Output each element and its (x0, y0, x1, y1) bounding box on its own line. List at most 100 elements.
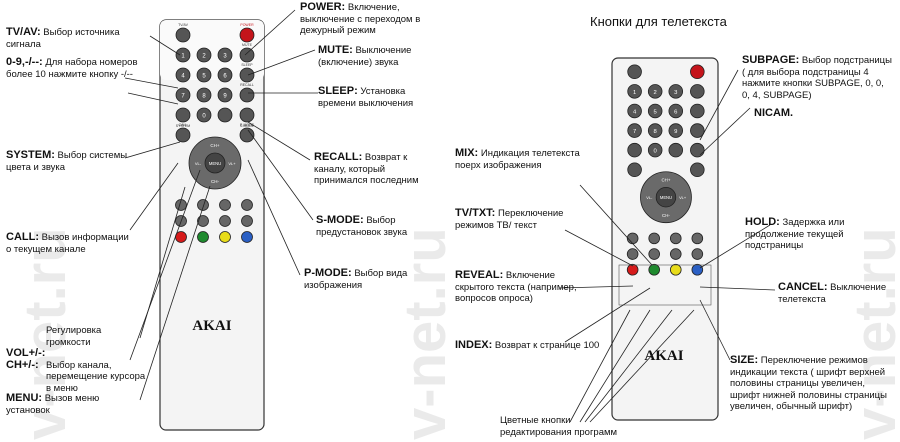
teletext-button-0-3[interactable] (691, 232, 704, 245)
teletext-button-0-0[interactable] (626, 232, 639, 245)
teletext-button-0-1[interactable] (197, 199, 209, 211)
digit-button-8[interactable] (196, 87, 212, 103)
side-button-0[interactable] (239, 47, 255, 63)
teletext-button-0-2[interactable] (669, 232, 682, 245)
digit-button-6[interactable] (217, 67, 233, 83)
label-call: CALL: Вызов информации о текущем канале (6, 231, 129, 255)
digit-button-9[interactable] (668, 123, 684, 138)
side-button-2[interactable] (239, 87, 255, 103)
system-button[interactable] (175, 107, 191, 123)
teletext-button-1-2[interactable] (669, 248, 682, 260)
color-button-1[interactable] (648, 263, 660, 276)
digit-label-8: 8 (654, 129, 658, 135)
digit-button-8[interactable] (647, 123, 663, 138)
teletext-button-0-3[interactable] (241, 199, 253, 211)
tvav-button[interactable] (175, 27, 191, 43)
digit-label-3: 3 (223, 54, 227, 60)
zero-button[interactable] (647, 142, 663, 158)
digit-button-3[interactable] (217, 47, 233, 63)
teletext-button-1-1[interactable] (648, 248, 660, 260)
digit-button-1[interactable] (175, 47, 191, 63)
digit-button-4[interactable] (175, 67, 191, 83)
ch-minus-label: CH- (211, 179, 219, 184)
label-digits: 0-9,-/--: Для набора номеров более 10 на… (6, 56, 138, 80)
label-color-buttons: Цветные кнопки редактирования программ (500, 415, 618, 438)
tvav-button[interactable] (627, 64, 642, 80)
right-callouts (559, 69, 776, 423)
dash-button[interactable] (217, 107, 233, 123)
digit-button-3[interactable] (668, 84, 684, 99)
smode-button[interactable] (239, 107, 255, 123)
side-button-label-2: RECALL (240, 83, 254, 87)
side-button-0[interactable] (690, 84, 705, 99)
digit-label-1: 1 (181, 54, 185, 60)
power-button[interactable] (690, 64, 705, 80)
digit-button-5[interactable] (647, 103, 663, 119)
label-pmode: P-MODE: Выбор вида изображения (304, 267, 408, 291)
digit-button-4[interactable] (627, 103, 642, 119)
vol-plus-label: VL+ (228, 161, 236, 166)
side-button-1[interactable] (239, 67, 255, 83)
teletext-button-1-2[interactable] (219, 215, 231, 227)
pmode-label: P-MODE (240, 123, 255, 127)
color-button-1[interactable] (197, 231, 209, 243)
vol-minus-label: VL- (195, 161, 202, 166)
label-cancel: CANCEL: Выключение телетекста (778, 281, 887, 305)
side-button-1[interactable] (690, 103, 705, 119)
teletext-button-0-1[interactable] (648, 232, 660, 245)
color-button-2[interactable] (219, 231, 231, 243)
zero-label: 0 (202, 114, 206, 120)
digit-label-7: 7 (633, 129, 636, 135)
menu-label: MENU (660, 195, 672, 200)
color-button-3[interactable] (691, 263, 704, 276)
teletext-button-1-1[interactable] (197, 215, 209, 227)
zero-label: 0 (654, 149, 658, 155)
digit-label-3: 3 (674, 90, 678, 96)
digit-label-2: 2 (202, 54, 206, 60)
menu-button[interactable] (204, 152, 226, 174)
power-button-label: POWER (240, 23, 254, 27)
pmode-button[interactable] (239, 127, 255, 143)
left-callouts (124, 9, 318, 401)
side-button-2[interactable] (690, 123, 705, 138)
digit-button-1[interactable] (627, 84, 642, 99)
digit-button-5[interactable] (196, 67, 212, 83)
digit-button-9[interactable] (217, 87, 233, 103)
teletext-title: Кнопки для телетекста (590, 14, 727, 29)
ch-minus-label: CH- (662, 213, 670, 218)
digit-label-4: 4 (181, 74, 185, 80)
call-button[interactable] (627, 162, 642, 178)
teletext-button-1-3[interactable] (691, 248, 704, 260)
label-hold: HOLD: Задержка или продолжение текущей п… (745, 216, 845, 251)
label-recall: RECALL: Возврат к каналу, который приним… (314, 151, 419, 186)
left-remote-brand: AKAI (192, 318, 231, 334)
menu-button[interactable] (655, 186, 677, 208)
digit-label-7: 7 (181, 94, 185, 100)
digit-button-7[interactable] (627, 123, 642, 138)
teletext-button-0-2[interactable] (219, 199, 231, 211)
digit-button-6[interactable] (668, 103, 684, 119)
power-button[interactable] (239, 27, 255, 43)
color-button-3[interactable] (241, 231, 253, 243)
ch-plus-label: CH+ (661, 178, 670, 183)
dash-button[interactable] (668, 142, 684, 158)
digit-button-2[interactable] (647, 84, 663, 99)
call-button[interactable] (175, 127, 191, 143)
teletext-button-1-3[interactable] (241, 215, 253, 227)
digit-button-2[interactable] (196, 47, 212, 63)
zero-button[interactable] (196, 107, 212, 123)
smode-button[interactable] (690, 142, 705, 158)
label-tvtxt: TV/TXT: Переключение режимов ТВ/ текст (455, 207, 564, 231)
pmode-button[interactable] (690, 162, 705, 178)
teletext-button-1-0[interactable] (626, 248, 639, 260)
color-button-2[interactable] (669, 263, 682, 276)
tvav-button-label: TV/AV (178, 23, 189, 27)
color-button-0[interactable] (626, 263, 639, 276)
system-button[interactable] (627, 142, 642, 158)
digit-button-7[interactable] (175, 87, 191, 103)
digit-label-1: 1 (633, 90, 636, 96)
